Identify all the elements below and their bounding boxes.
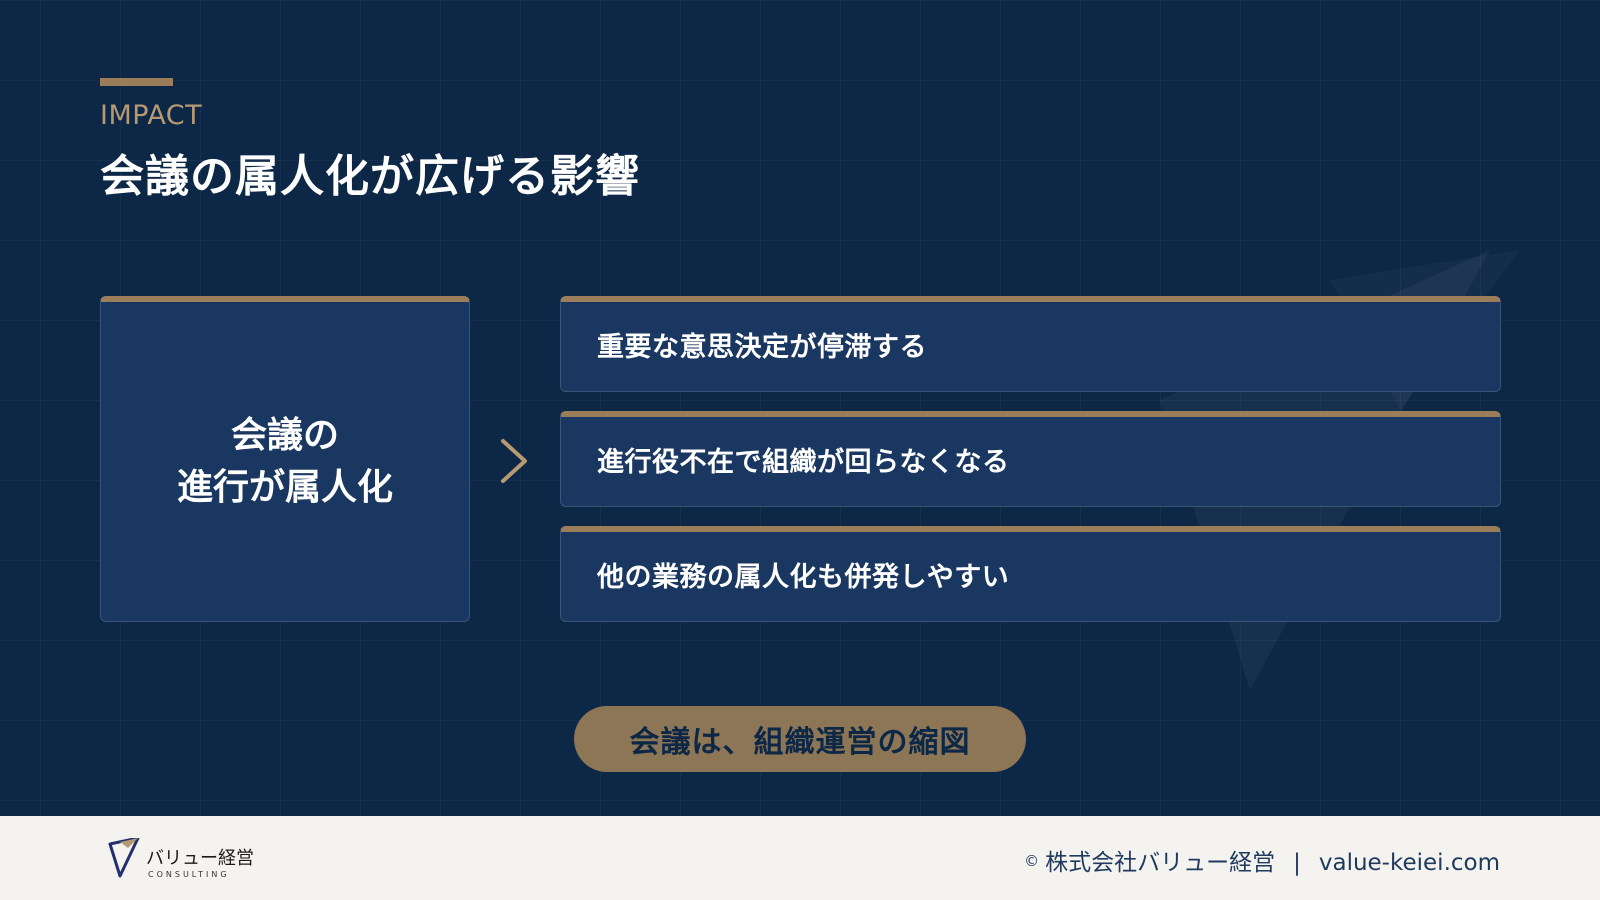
logo-subtitle: CONSULTING (148, 870, 230, 879)
cause-text: 会議の 進行が属人化 (177, 410, 393, 514)
logo-name: バリュー経営 (146, 848, 254, 869)
company-name: 株式会社バリュー経営 (1045, 850, 1276, 876)
website-link[interactable]: value-keiei.com (1318, 850, 1500, 876)
copyright: © 株式会社バリュー経営 | value-keiei.com (1024, 843, 1500, 877)
conclusion-pill: 会議は、組織運営の縮図 (574, 706, 1026, 772)
section-eyebrow: IMPACT (100, 100, 203, 131)
impact-label: 他の業務の属人化も併発しやすい (597, 562, 1010, 593)
impact-item: 重要な意思決定が停滞する (560, 296, 1501, 392)
company-logo: バリュー経営 CONSULTING (108, 838, 254, 882)
cause-card: 会議の 進行が属人化 (100, 296, 470, 622)
cause-line-2: 進行が属人化 (176, 466, 393, 508)
footer: バリュー経営 CONSULTING © 株式会社バリュー経営 | value-keie… (0, 816, 1600, 900)
cause-line-1: 会議の (230, 414, 339, 456)
accent-bar (100, 78, 173, 86)
impact-label: 重要な意思決定が停滞する (597, 332, 927, 363)
impact-item: 他の業務の属人化も併発しやすい (560, 526, 1501, 622)
copyright-symbol: © (1024, 852, 1040, 870)
v-logo-icon (108, 838, 140, 878)
impact-label: 進行役不在で組織が回らなくなる (597, 447, 1010, 478)
impact-item: 進行役不在で組織が回らなくなる (560, 411, 1501, 507)
page-title: 会議の属人化が広げる影響 (100, 151, 640, 202)
footer-separator: | (1293, 850, 1301, 876)
conclusion-text: 会議は、組織運営の縮図 (629, 725, 971, 760)
chevron-right-icon (501, 439, 527, 483)
